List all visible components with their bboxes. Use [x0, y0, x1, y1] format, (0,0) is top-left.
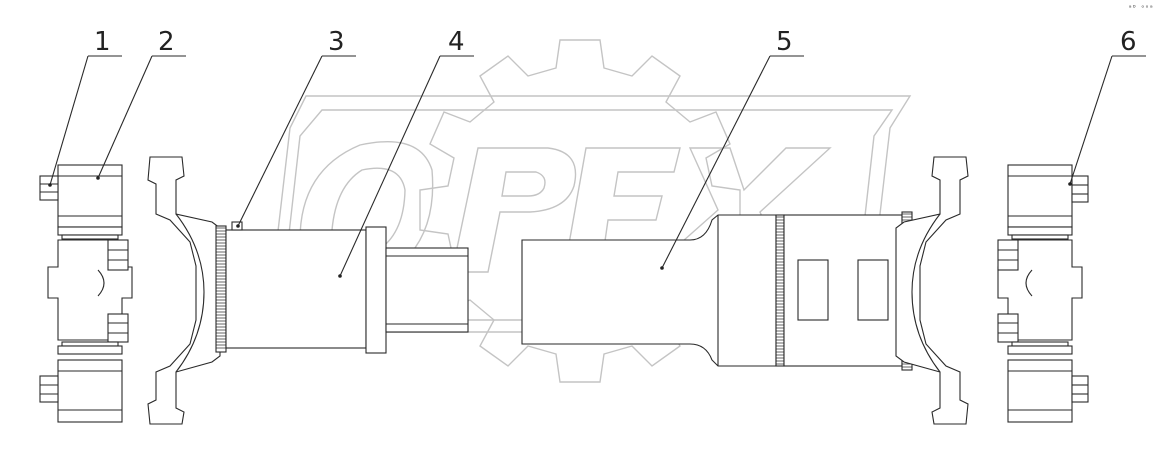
slip-tube-part-5	[521, 211, 913, 371]
left-cross-journal-assembly	[39, 164, 133, 423]
callout-6: 6	[1120, 27, 1137, 57]
right-flange-yoke	[895, 156, 969, 425]
leader-lines	[48, 55, 1146, 278]
left-flange-yoke	[147, 156, 221, 425]
callout-1: 1	[94, 27, 111, 57]
corner-code: ᵃᴰ ᵒᵒᵃ	[1128, 4, 1153, 12]
knurl-hatching	[216, 227, 226, 349]
callout-4: 4	[448, 27, 465, 57]
right-cross-journal-assembly	[997, 164, 1089, 423]
callout-2: 2	[158, 27, 175, 57]
callout-5: 5	[776, 27, 793, 57]
knurl-hatching	[776, 216, 784, 365]
callout-3: 3	[328, 27, 345, 57]
short-shaft-part-4	[215, 221, 469, 354]
